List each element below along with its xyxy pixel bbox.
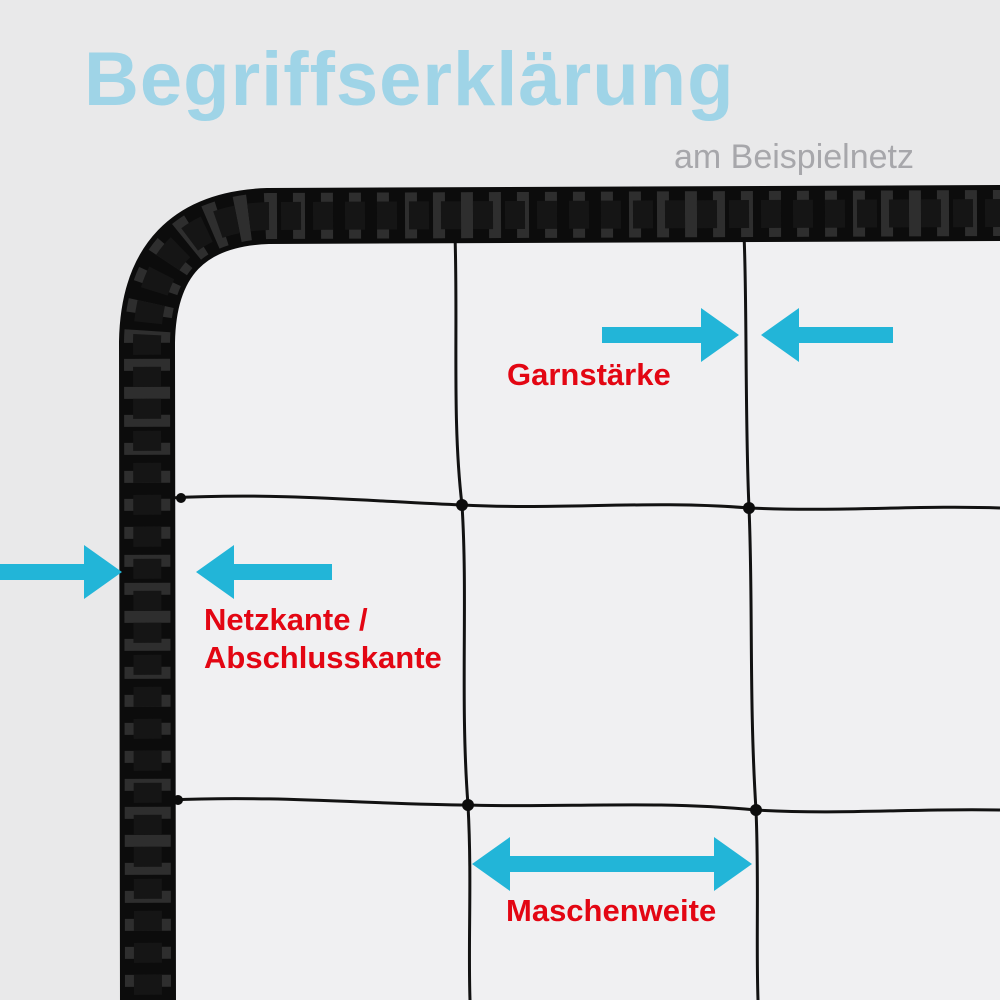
net-knot	[750, 804, 762, 816]
label-netzkante: Netzkante / Abschlusskante	[204, 601, 442, 677]
garnstaerke-arrow-left	[602, 308, 739, 362]
netzkante-arrow-inner	[196, 545, 332, 599]
net-line-vertical-2	[742, 234, 760, 1000]
maschenweite-arrow	[472, 837, 752, 891]
net-mesh-lines	[169, 234, 1000, 1000]
page-subtitle: am Beispielnetz	[673, 138, 914, 176]
netzkante-arrow-outer	[0, 545, 122, 599]
rope-texture	[132, 199, 1000, 1000]
net-line-horizontal-2	[169, 797, 1000, 814]
label-maschenweite: Maschenweite	[506, 893, 717, 928]
label-garnstaerke: Garnstärke	[507, 357, 671, 392]
measurement-arrows	[0, 308, 893, 891]
net-line-vertical-1	[453, 234, 472, 1000]
label-netzkante-line1: Netzkante /	[204, 602, 368, 637]
net-knot	[176, 493, 186, 503]
net-line-horizontal-1	[169, 494, 1000, 511]
net-knot	[462, 799, 474, 811]
label-netzkante-line2: Abschlusskante	[204, 640, 442, 675]
net-knot	[456, 499, 468, 511]
net-inner-area	[150, 215, 1000, 1000]
net-knot	[743, 502, 755, 514]
page-title: Begriffserklärung	[84, 37, 735, 122]
net-border-rope	[118, 185, 1000, 1000]
garnstaerke-arrow-right	[761, 308, 893, 362]
